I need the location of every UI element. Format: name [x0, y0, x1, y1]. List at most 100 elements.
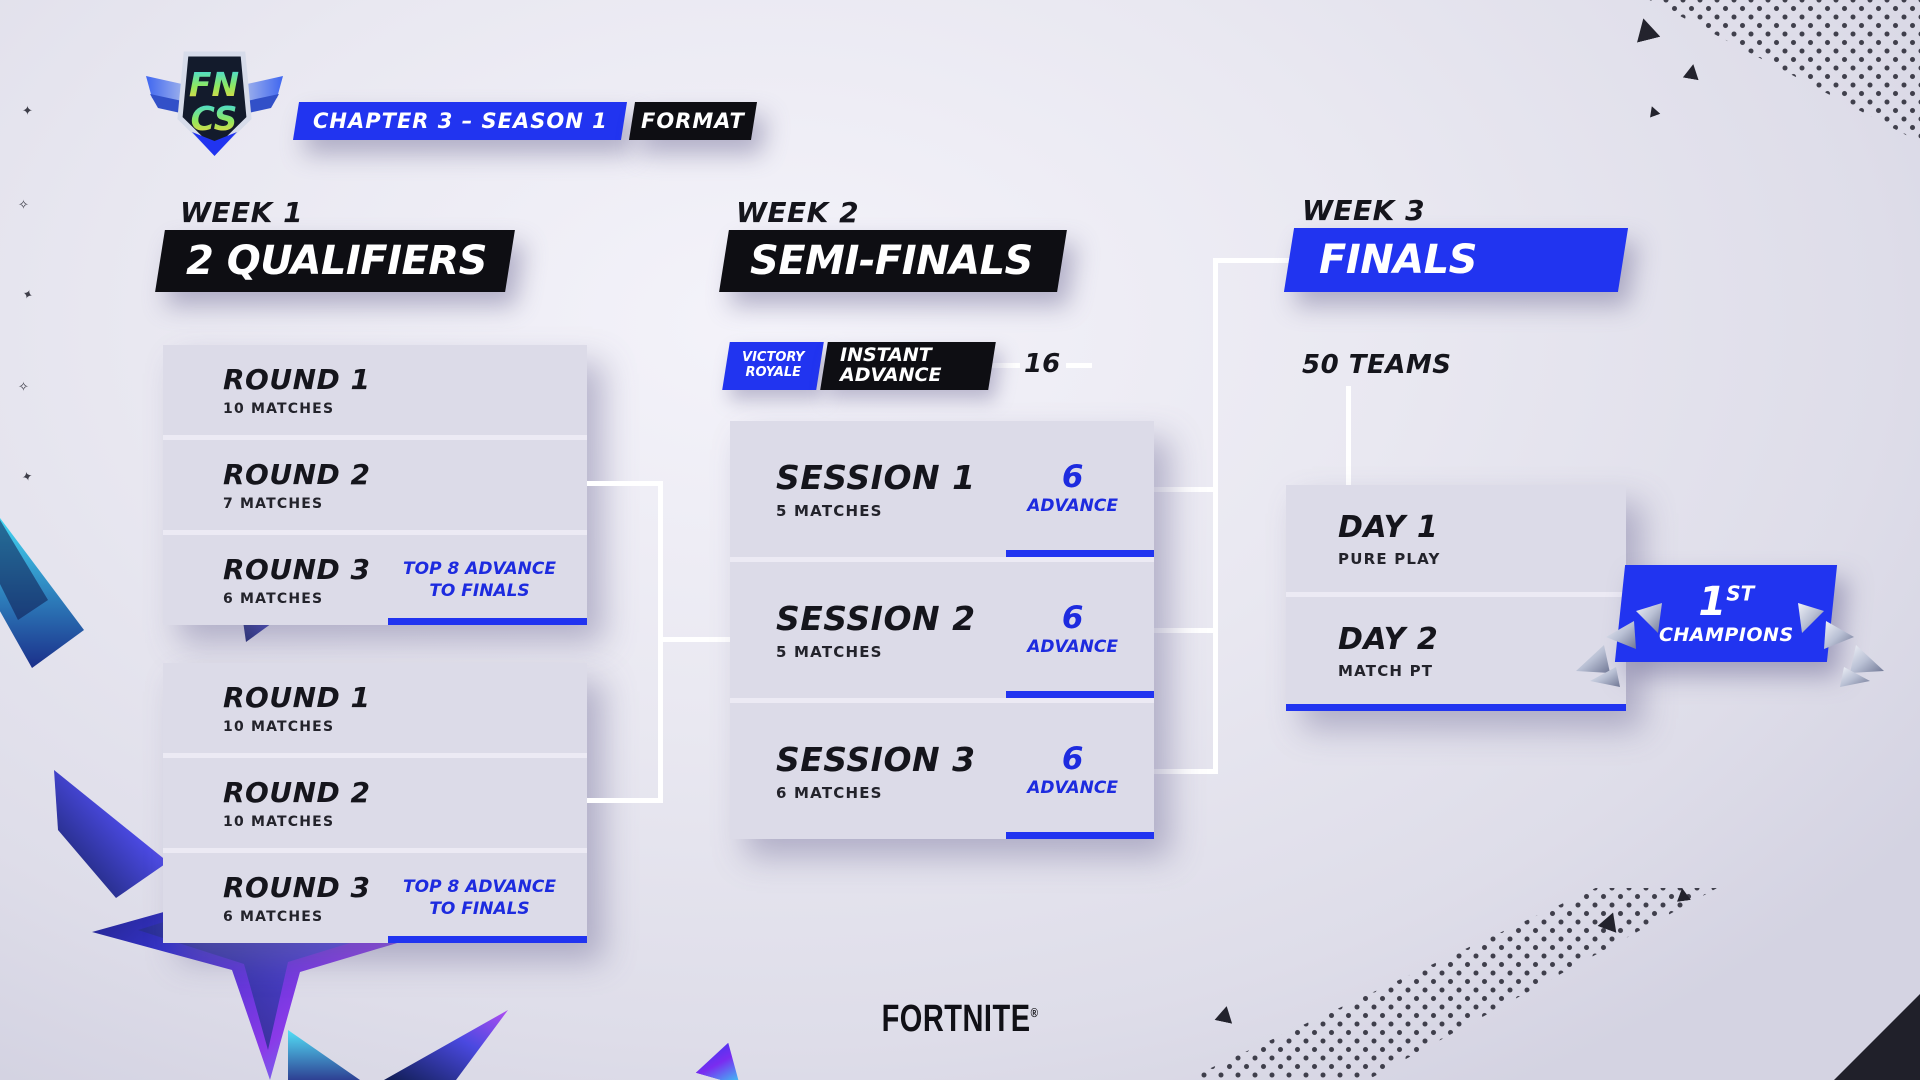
row-divider — [730, 698, 1154, 703]
round-row: ROUND 3 6 MATCHES TOP 8 ADVANCE TO FINAL… — [163, 535, 587, 625]
advance-count: 6 — [1061, 600, 1084, 636]
row-divider — [163, 530, 587, 535]
round-title: ROUND 3 — [223, 553, 371, 586]
qualifiers-banner-label: 2 QUALIFIERS — [186, 238, 487, 284]
advance-block: 6 ADVANCE — [1027, 600, 1118, 658]
qualifier-2-panel: ROUND 1 10 MATCHES ROUND 2 10 MATCHES RO… — [163, 663, 587, 943]
blue-accent-bar — [1286, 704, 1626, 711]
advance-note-line2: TO FINALS — [429, 581, 530, 601]
row-divider — [163, 848, 587, 853]
round-matches: 10 MATCHES — [223, 719, 335, 735]
advance-label: ADVANCE — [1027, 637, 1118, 657]
round-row: ROUND 2 10 MATCHES — [163, 758, 587, 848]
session-title: SESSION 1 — [776, 458, 976, 497]
semifinals-banner: SEMI-FINALS — [719, 230, 1067, 292]
row-divider — [1286, 592, 1626, 597]
chapter-season-banner: CHAPTER 3 – SEASON 1 — [292, 102, 628, 140]
logo-letters-top: FN — [189, 65, 239, 104]
advance-label: ADVANCE — [1027, 778, 1118, 798]
advance-note-line1: TOP 8 ADVANCE — [403, 558, 556, 579]
round-row: ROUND 3 6 MATCHES TOP 8 ADVANCE TO FINAL… — [163, 853, 587, 943]
round-matches: 10 MATCHES — [223, 814, 335, 830]
session-row: SESSION 2 5 MATCHES 6 ADVANCE — [730, 562, 1154, 698]
finals-banner-label: FINALS — [1319, 237, 1477, 283]
connector-line — [1153, 628, 1213, 633]
sessions-panel: SESSION 1 5 MATCHES 6 ADVANCE SESSION 2 … — [730, 421, 1154, 839]
week1-label: WEEK 1 — [180, 196, 304, 229]
session-matches: 6 MATCHES — [776, 784, 883, 802]
row-divider — [163, 753, 587, 758]
chapter-season-label: CHAPTER 3 – SEASON 1 — [312, 109, 608, 133]
instant-advance-badge: INSTANT ADVANCE — [820, 342, 996, 390]
victory-royale-label: VICTORY ROYALE — [741, 350, 805, 380]
advance-note: TOP 8 ADVANCE TO FINALS — [382, 558, 577, 602]
advance-count: 6 — [1061, 459, 1084, 495]
finals-banner: FINALS — [1283, 228, 1629, 292]
connector-line — [587, 481, 663, 486]
connector-line — [1153, 487, 1213, 492]
session-matches: 5 MATCHES — [776, 502, 883, 520]
day-row: DAY 1 PURE PLAY — [1286, 485, 1626, 592]
round-title: ROUND 1 — [223, 363, 371, 396]
round-row: ROUND 1 10 MATCHES — [163, 345, 587, 435]
round-matches: 6 MATCHES — [223, 591, 324, 607]
sparkle-icon: ✧ — [18, 380, 29, 395]
connector-line — [1346, 386, 1351, 485]
connector-line — [1213, 258, 1218, 774]
connector-line — [1218, 258, 1292, 263]
sparkle-icon: ✧ — [18, 198, 29, 213]
advance-block: 6 ADVANCE — [1027, 459, 1118, 517]
connector-line — [663, 637, 730, 642]
connector-line — [992, 363, 1020, 368]
round-title: ROUND 3 — [223, 871, 371, 904]
round-matches: 7 MATCHES — [223, 496, 324, 512]
blue-accent-bar — [387, 936, 587, 943]
connector-line — [1066, 363, 1092, 368]
round-title: ROUND 1 — [223, 681, 371, 714]
semifinals-banner-label: SEMI-FINALS — [750, 238, 1033, 284]
week2-label: WEEK 2 — [736, 196, 860, 229]
advance-note-line1: TOP 8 ADVANCE — [403, 876, 556, 897]
blue-accent-bar — [1005, 550, 1154, 557]
instant-advance-label: INSTANT ADVANCE — [840, 344, 942, 386]
format-label: FORMAT — [641, 109, 745, 133]
advance-count: 6 — [1061, 741, 1084, 777]
qualifier-1-panel: ROUND 1 10 MATCHES ROUND 2 7 MATCHES ROU… — [163, 345, 587, 625]
blue-accent-bar — [1005, 832, 1154, 839]
advance-label: ADVANCE — [1027, 496, 1118, 516]
corner-triangle-decoration — [1834, 994, 1920, 1080]
day-row: DAY 2 MATCH PT — [1286, 597, 1626, 704]
blue-accent-bar — [387, 618, 587, 625]
row-divider — [163, 435, 587, 440]
advance-note-line2: TO FINALS — [429, 899, 530, 919]
round-title: ROUND 2 — [223, 458, 371, 491]
day-subtitle: PURE PLAY — [1338, 549, 1441, 568]
advance-block: 6 ADVANCE — [1027, 741, 1118, 799]
session-title: SESSION 2 — [776, 599, 976, 638]
fortnite-wordmark: FORTNITE® — [881, 998, 1039, 1041]
day-subtitle: MATCH PT — [1338, 661, 1434, 680]
fncs-logo: FN CS — [146, 51, 283, 156]
session-matches: 5 MATCHES — [776, 643, 883, 661]
connector-line — [658, 481, 663, 803]
sparkle-icon: ✦ — [22, 104, 33, 119]
advance-note: TOP 8 ADVANCE TO FINALS — [382, 876, 577, 920]
triangle-decoration — [1215, 1004, 1236, 1023]
row-divider — [730, 557, 1154, 562]
triangle-decoration — [1632, 15, 1661, 42]
day-title: DAY 2 — [1338, 621, 1439, 657]
session-row: SESSION 1 5 MATCHES 6 ADVANCE — [730, 421, 1154, 557]
laurel-wreath-decoration — [1576, 603, 1884, 687]
finals-days-panel: DAY 1 PURE PLAY DAY 2 MATCH PT — [1286, 485, 1626, 711]
session-title: SESSION 3 — [776, 740, 976, 779]
connector-line — [1153, 769, 1213, 774]
triangle-decoration — [1647, 104, 1661, 117]
round-title: ROUND 2 — [223, 776, 371, 809]
logo-letters-bottom: CS — [191, 99, 238, 138]
round-matches: 6 MATCHES — [223, 909, 324, 925]
round-row: ROUND 1 10 MATCHES — [163, 663, 587, 753]
week3-label: WEEK 3 — [1302, 194, 1426, 227]
round-matches: 10 MATCHES — [223, 401, 335, 417]
halftone-dots-bottom-right — [1185, 888, 1718, 1080]
